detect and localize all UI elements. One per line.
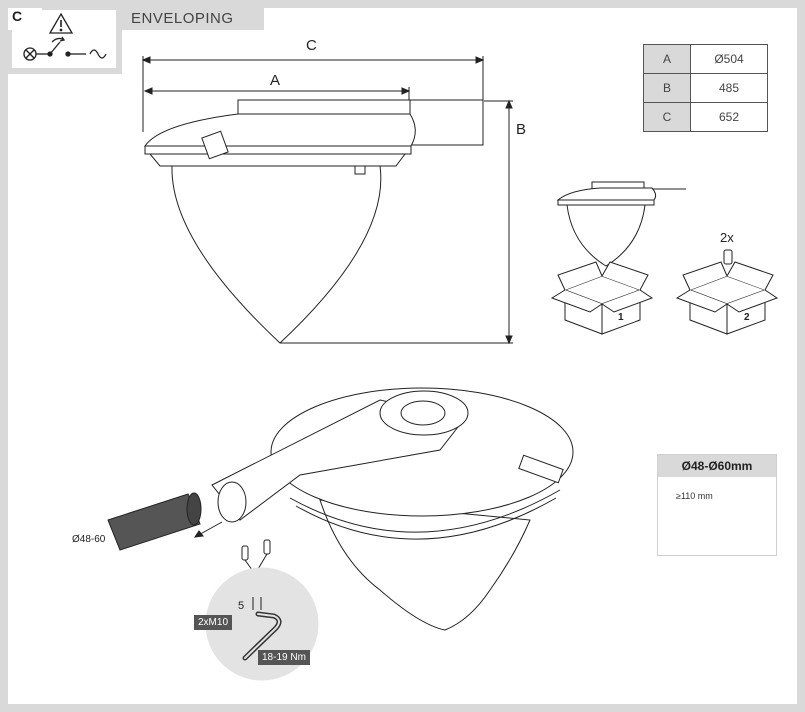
table-key: C — [643, 102, 691, 132]
pole — [107, 492, 223, 551]
pole-insert-inset: Ø48-Ø60mm ≥110 mm — [657, 454, 777, 556]
title-box — [122, 8, 264, 30]
screw-icon — [241, 545, 249, 561]
lamp-circuit-icon — [23, 36, 107, 61]
inset-title: Ø48-Ø60mm — [658, 455, 776, 477]
dimension-c — [141, 56, 485, 132]
table-key: B — [643, 73, 691, 103]
box-number-1: 1 — [618, 312, 624, 323]
warning-icon — [48, 12, 74, 34]
box-icon — [550, 261, 654, 335]
luminaire-perspective — [211, 387, 574, 631]
dimension-label-b: B — [516, 121, 527, 138]
section-letter: C — [12, 8, 23, 24]
dimension-label-c: C — [306, 37, 317, 54]
screw-icon — [263, 539, 271, 555]
table-key: A — [643, 44, 691, 74]
box-number-2: 2 — [744, 312, 750, 323]
screw-icon — [723, 249, 733, 265]
pole-diameter-label: Ø48-60 — [72, 534, 106, 545]
insert-length-label: ≥110 mm — [676, 491, 713, 501]
table-value: 485 — [690, 73, 768, 103]
dimension-a — [143, 87, 411, 100]
screws-label: 2xM10 — [194, 615, 233, 630]
table-value: Ø504 — [690, 44, 768, 74]
key-size-label: 5 — [238, 600, 245, 612]
dimension-label-a: A — [270, 72, 281, 89]
torque-label: 18-19 Nm — [258, 650, 310, 665]
table-value: 652 — [690, 102, 768, 132]
box-icon — [675, 249, 779, 335]
product-thumbnail — [556, 181, 686, 267]
section-letter-box — [8, 8, 42, 30]
dimension-b — [280, 99, 513, 345]
quantity-label: 2x — [720, 230, 734, 245]
section-title: ENVELOPING — [131, 10, 234, 27]
luminaire-side-view — [144, 99, 484, 344]
